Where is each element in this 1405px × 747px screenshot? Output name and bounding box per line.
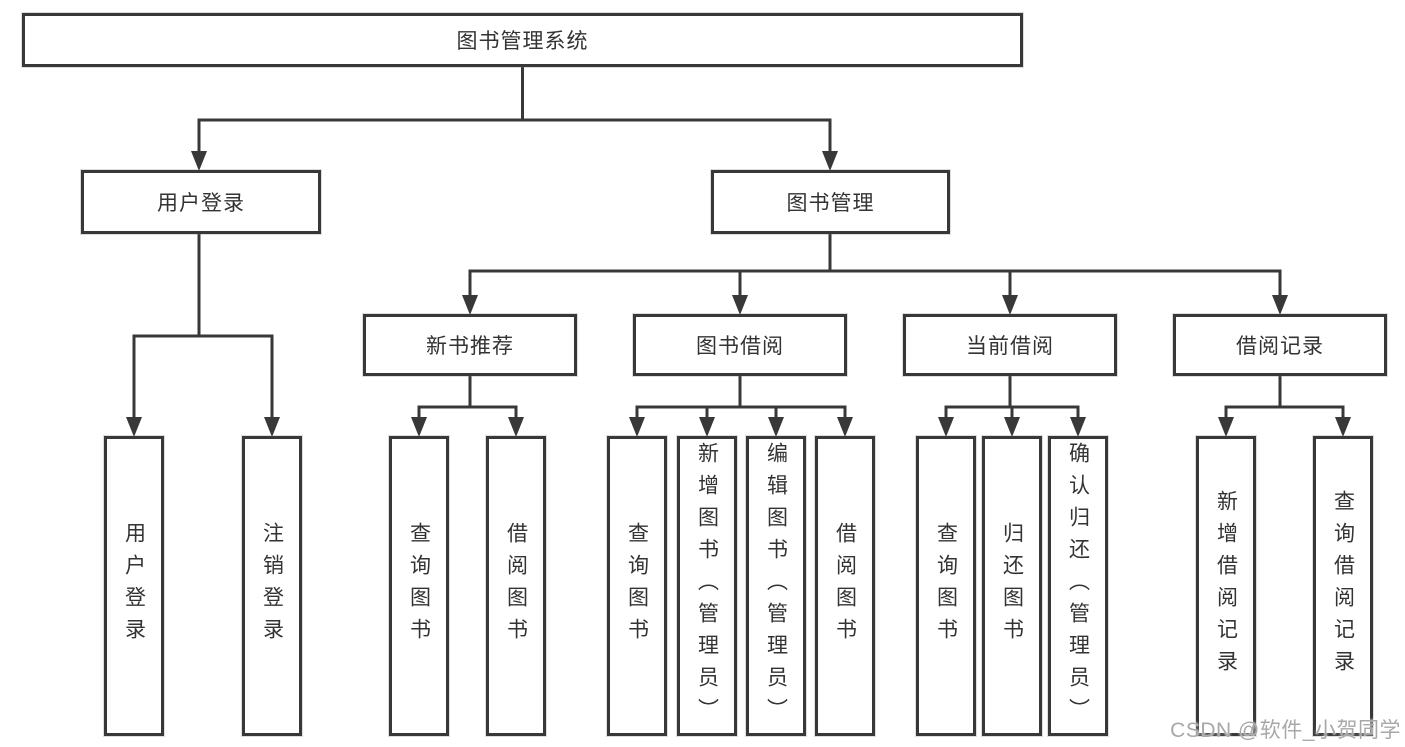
edges-root-to-level2 <box>191 66 838 171</box>
leaf-label: 查询图书 <box>407 522 431 650</box>
node-library-management-system: 图书管理系统 <box>22 13 1023 67</box>
leaf-add-borrow-record: 新增借阅记录 <box>1196 436 1256 736</box>
leaf-return-books: 归还图书 <box>982 436 1042 736</box>
leaf-borrow-books-recommend: 借阅图书 <box>486 436 546 736</box>
node-label: 图书管理系统 <box>456 30 589 53</box>
leaf-borrow-books-borrowing: 借阅图书 <box>815 436 875 736</box>
edges-book-mgmt-to-level3 <box>462 233 1288 315</box>
leaf-label: 编辑图书（管理员） <box>764 442 788 730</box>
node-label: 图书借阅 <box>696 335 784 358</box>
leaf-label: 借阅图书 <box>833 522 857 650</box>
node-label: 新书推荐 <box>426 335 514 358</box>
node-book-management: 图书管理 <box>711 170 950 234</box>
leaf-label: 注销登录 <box>260 522 284 650</box>
leaf-label: 查询图书 <box>934 522 958 650</box>
leaf-confirm-return-admin: 确认归还（管理员） <box>1048 436 1108 736</box>
edges-book-borrow-to-leaves <box>629 374 853 437</box>
leaf-add-book-admin: 新增图书（管理员） <box>677 436 737 736</box>
node-borrowing-records: 借阅记录 <box>1173 314 1387 376</box>
csdn-watermark: CSDN @软件_小贺同学 <box>1170 719 1401 742</box>
leaf-label: 用户登录 <box>122 522 146 650</box>
node-book-borrowing: 图书借阅 <box>633 314 847 376</box>
leaf-logout: 注销登录 <box>242 436 302 736</box>
leaf-query-books-recommend: 查询图书 <box>389 436 449 736</box>
leaf-label: 新增借阅记录 <box>1214 490 1238 682</box>
node-label: 图书管理 <box>786 192 875 215</box>
leaf-label: 归还图书 <box>1000 522 1024 650</box>
leaf-edit-book-admin: 编辑图书（管理员） <box>746 436 806 736</box>
node-label: 借阅记录 <box>1236 335 1324 358</box>
node-current-borrowing: 当前借阅 <box>903 314 1117 376</box>
leaf-label: 确认归还（管理员） <box>1066 442 1090 730</box>
edges-new-book-to-leaves <box>411 374 524 437</box>
node-user-login-branch: 用户登录 <box>81 170 321 234</box>
node-label: 用户登录 <box>157 192 245 215</box>
node-new-book-recommendation: 新书推荐 <box>363 314 577 376</box>
leaf-query-books-borrowing: 查询图书 <box>607 436 667 736</box>
leaf-user-login: 用户登录 <box>104 436 164 736</box>
leaf-query-borrow-record: 查询借阅记录 <box>1313 436 1373 736</box>
leaf-label: 查询借阅记录 <box>1331 490 1355 682</box>
edges-borrow-records-to-leaves <box>1218 374 1351 437</box>
leaf-label: 借阅图书 <box>504 522 528 650</box>
leaf-query-books-current: 查询图书 <box>916 436 976 736</box>
edges-user-login-to-leaves <box>126 233 280 437</box>
leaf-label: 查询图书 <box>625 522 649 650</box>
node-label: 当前借阅 <box>966 335 1054 358</box>
leaf-label: 新增图书（管理员） <box>695 442 719 730</box>
edges-current-borrow-to-leaves <box>938 374 1086 437</box>
